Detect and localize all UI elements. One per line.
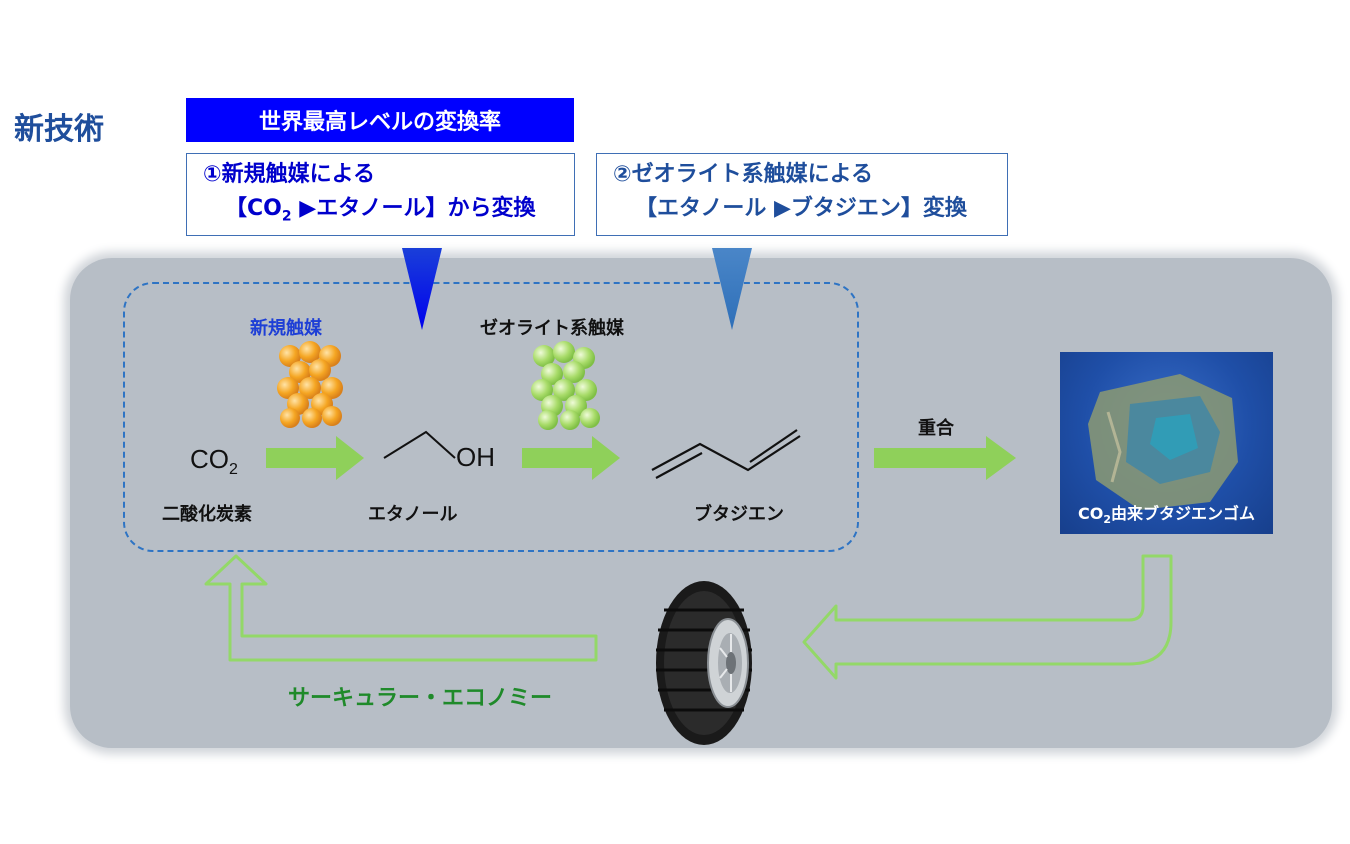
butadiene-rubber-photo: CO2由来ブタジエンゴム [1060,352,1273,534]
zeolite-catalyst-icon [531,341,600,430]
step2-line2: 【エタノール ▶ブタジエン】変換 [635,196,967,221]
arrow-ethanol-to-butadiene [522,436,620,480]
co2-name: 二酸化炭素 [162,504,252,525]
butadiene-name: ブタジエン [694,504,784,525]
arrow-co2-to-ethanol [266,436,364,480]
orange-catalyst-icon [277,341,343,428]
new-catalyst-label: 新規触媒 [250,318,322,339]
rubber-label: CO2由来ブタジエンゴム [1077,503,1255,526]
polymerization-label: 重合 [918,418,954,439]
step1-pointer [402,248,442,330]
arrow-tire-to-co2 [204,554,598,662]
step1-line2: 【CO2 ▶エタノール】から変換 [225,196,536,225]
step1-box: ①新規触媒による 【CO2 ▶エタノール】から変換 [186,153,575,236]
arrow-polymerization [874,436,1016,480]
rubber-chunk-icon [1088,374,1238,510]
step2-pointer [712,248,752,330]
tire-icon [656,581,752,745]
heading: 新技術 [14,112,104,147]
hydroxyl-label: OH [456,442,495,472]
zeolite-catalyst-label: ゼオライト系触媒 [480,318,624,339]
ethanol-structure [383,430,456,459]
ethanol-name: エタノール [368,504,458,525]
step1-line1: ①新規触媒による [203,162,375,187]
catalyst-region [123,282,859,552]
co2-formula: CO2 [190,444,238,479]
step2-box: ②ゼオライト系触媒による 【エタノール ▶ブタジエン】変換 [596,153,1008,236]
circular-economy-label: サーキュラー・エコノミー [288,686,553,711]
conversion-rate-banner: 世界最高レベルの変換率 [186,98,574,142]
arrow-rubber-to-tire [802,554,1173,680]
butadiene-structure [651,429,801,479]
step2-line1: ②ゼオライト系触媒による [613,162,873,187]
